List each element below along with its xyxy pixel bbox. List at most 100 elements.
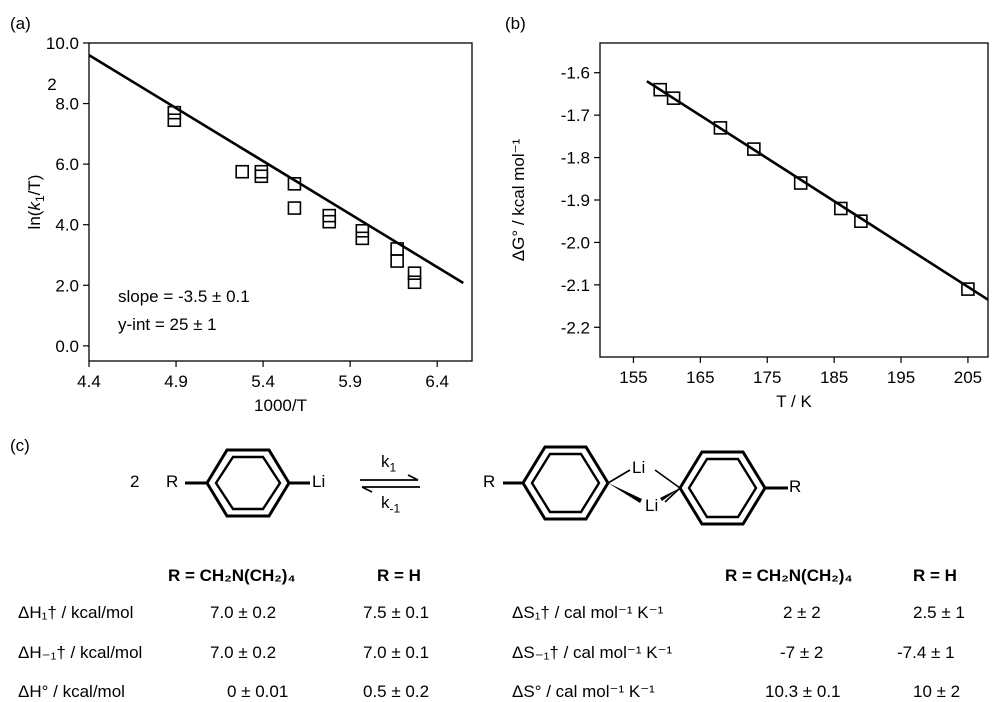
table-right-row-value: -7.4 ± 1: [897, 643, 955, 662]
data-point: [254, 169, 269, 184]
table-left-row-value: 7.0 ± 0.2: [210, 603, 277, 622]
data-point: [355, 223, 370, 238]
data-point: [407, 266, 422, 280]
y-tick-label: 4.0: [55, 216, 79, 235]
plot-frame: [88, 42, 473, 362]
scheme-r-dimer-left: R: [483, 472, 496, 491]
bond-li-bottom-right: [664, 487, 681, 503]
table-left-row-value: 0.5 ± 0.2: [363, 682, 430, 701]
y-axis-label: ln(k1/T): [25, 175, 47, 230]
data-point: [167, 113, 182, 128]
data-point: [407, 275, 422, 290]
annotation-intercept: y-int = 25 ± 1: [118, 315, 217, 334]
data-point: [355, 231, 370, 246]
rate-k1: k1: [381, 452, 397, 475]
data-point: [713, 121, 728, 135]
table-left-row-label: ΔH₋₁† / kcal/mol: [18, 643, 143, 662]
data-point: [747, 142, 761, 156]
y-tick-label: 0.0: [55, 337, 79, 356]
annotation-slope: slope = -3.5 ± 0.1: [118, 287, 250, 306]
hash-bond: [660, 488, 680, 501]
x-tick-label: 5.9: [338, 372, 362, 391]
table-left-row-label: ΔH° / kcal/mol: [18, 682, 125, 701]
y-tick-label: 8.0: [55, 95, 79, 114]
scheme-li-top: Li: [632, 458, 646, 477]
panel-label-c: (c): [10, 436, 30, 455]
panel-label-b: (b): [505, 14, 526, 33]
data-point: [390, 254, 404, 268]
data-point: [834, 201, 848, 216]
fit-line: [646, 80, 989, 301]
data-point: [322, 214, 337, 229]
x-tick-label: 185: [820, 368, 848, 387]
x-axis-label: 1000/T: [254, 396, 307, 415]
table-left-row-value: 0 ± 0.01: [227, 682, 289, 701]
y-tick-label: -1.6: [561, 64, 590, 83]
scheme-r-left: R: [166, 472, 179, 491]
scheme-li-left: Li: [312, 472, 326, 491]
data-point: [961, 282, 975, 296]
benzene-ring-left: [205, 448, 291, 518]
y-tick-label: 2.0: [55, 276, 79, 295]
data-point: [254, 164, 269, 179]
table-left-row-value: 7.5 ± 0.1: [363, 603, 430, 622]
data-point: [235, 164, 249, 179]
table-right-header-1: R = CH₂N(CH₂)₄: [725, 566, 853, 585]
bond-li-top-right: [654, 469, 681, 489]
extra-label: 2: [47, 75, 56, 94]
table-right-row-value: 10 ± 2: [913, 682, 961, 701]
arrow-forward-head: [407, 474, 419, 481]
x-tick-label: 165: [686, 368, 714, 387]
y-tick-label: 6.0: [55, 155, 79, 174]
x-tick-label: 175: [753, 368, 781, 387]
data-point: [854, 214, 868, 229]
data-point: [287, 177, 302, 191]
table-right-row-label: ΔS₁† / cal mol⁻¹ K⁻¹: [512, 603, 664, 622]
bond-li-top-left: [607, 469, 631, 484]
y-axis-label: ΔG° / kcal mol⁻¹: [509, 138, 528, 261]
scheme-coefficient: 2: [130, 472, 140, 491]
table-right-row-value: 2 ± 2: [783, 603, 821, 622]
y-tick-label: -2.0: [561, 233, 590, 252]
table-left-row-value: 7.0 ± 0.1: [363, 643, 430, 662]
data-point: [793, 176, 808, 190]
table-left-header-1: R = CH₂N(CH₂)₄: [168, 566, 296, 585]
benzene-ring-dimer-right-inner: [687, 457, 758, 519]
x-tick-label: 205: [954, 368, 982, 387]
table-right-row-value: 10.3 ± 0.1: [765, 682, 841, 701]
fit-line: [88, 54, 464, 285]
y-tick-label: 10.0: [46, 34, 79, 53]
table-left-row-value: 7.0 ± 0.2: [210, 643, 277, 662]
x-tick-label: 5.4: [251, 372, 275, 391]
y-tick-label: -2.2: [561, 318, 590, 337]
reaction-scheme: [185, 445, 788, 526]
arrow-reverse-head: [361, 486, 373, 493]
rate-k-1: k-1: [381, 493, 401, 516]
data-point: [653, 82, 668, 97]
plot-frame: [599, 42, 989, 358]
table-right-row-value: 2.5 ± 1: [913, 603, 965, 622]
benzene-ring-dimer-left: [521, 445, 610, 521]
benzene-ring-left-inner: [214, 455, 282, 511]
table-right-row-label: ΔS₋₁† / cal mol⁻¹ K⁻¹: [512, 643, 673, 662]
scheme-r-dimer-right: R: [789, 477, 802, 496]
data-point: [167, 105, 182, 120]
x-tick-label: 195: [887, 368, 915, 387]
table-right-row-value: -7 ± 2: [780, 643, 824, 662]
x-axis-label: T / K: [776, 392, 812, 411]
data-point: [666, 91, 681, 105]
data-point: [287, 201, 302, 215]
table-left-header-2: R = H: [377, 566, 421, 585]
x-tick-label: 4.4: [77, 372, 101, 391]
scheme-li-bottom: Li: [645, 496, 659, 515]
y-tick-label: -1.9: [561, 191, 590, 210]
wedge-bond: [608, 483, 642, 503]
table-right-header-2: R = H: [913, 566, 957, 585]
panel-label-a: (a): [10, 14, 31, 33]
benzene-ring-dimer-left-inner: [530, 452, 601, 514]
table-left-row-label: ΔH₁† / kcal/mol: [18, 603, 134, 622]
x-tick-label: 4.9: [164, 372, 188, 391]
